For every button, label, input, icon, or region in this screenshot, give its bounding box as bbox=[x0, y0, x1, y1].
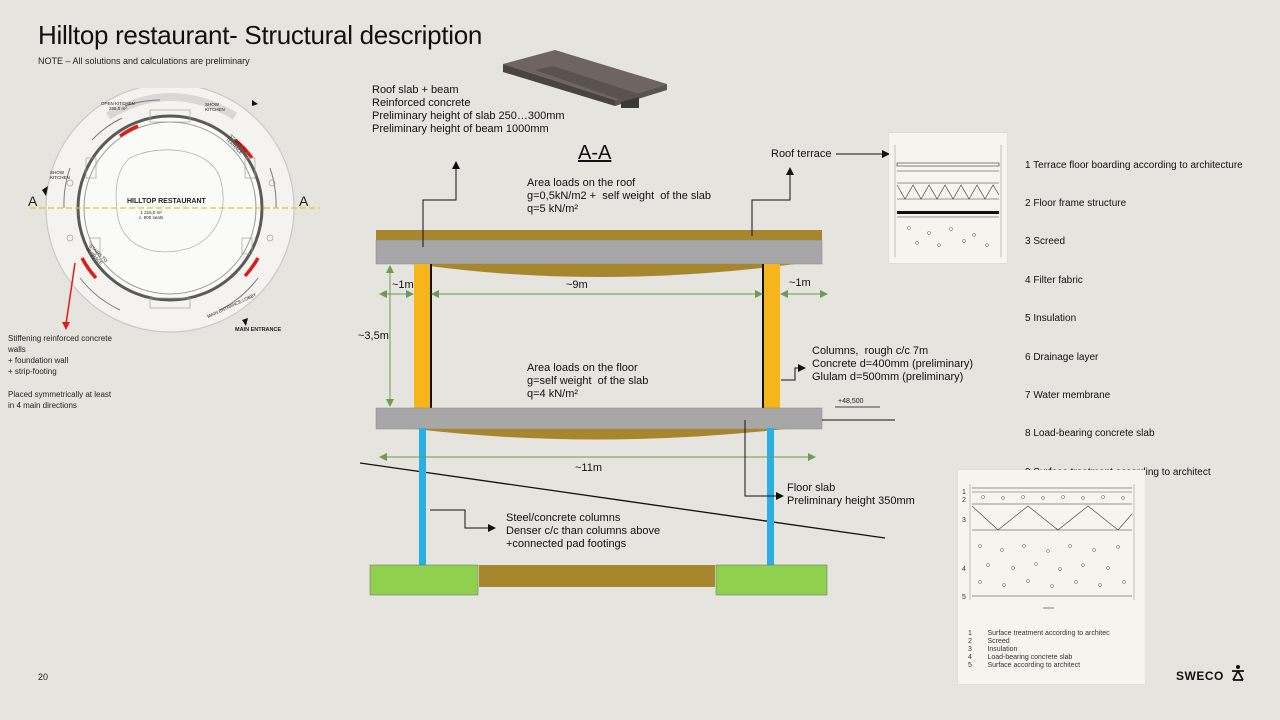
floor-buildup-drawing bbox=[969, 484, 1135, 609]
roof-terrace-layer bbox=[376, 230, 822, 240]
floor-slab bbox=[375, 407, 823, 430]
restaurant-area-label: 1 215,0 m² c. 900 seats bbox=[139, 210, 164, 220]
section-mark-right: A bbox=[299, 193, 309, 209]
dim-right-cantilever: ~1m bbox=[789, 277, 811, 289]
floor-layer-number: 2 bbox=[962, 497, 966, 504]
roof-terrace-label: Roof terrace bbox=[771, 148, 832, 160]
restaurant-name-label: HILLTOP RESTAURANT bbox=[127, 198, 206, 205]
column-left bbox=[414, 264, 431, 408]
roof-beam bbox=[415, 264, 795, 277]
floor-legend-item: 4 Load-bearing concrete slab bbox=[968, 654, 1073, 661]
floor-buildup-detail: 1 2 3 4 5 1 Surface treatment according … bbox=[958, 470, 1145, 684]
preliminary-note: NOTE – All solutions and calculations ar… bbox=[38, 56, 250, 66]
sweco-logo-text: SWECO bbox=[1176, 669, 1224, 683]
floor-layer-number: 3 bbox=[962, 517, 966, 524]
main-entrance-label: MAIN ENTRANCE bbox=[235, 327, 282, 333]
roof-loads-text: Area loads on the roof g=0,5kN/m2 + self… bbox=[527, 177, 712, 215]
floor-legend: 1 Surface treatment according to archite… bbox=[968, 630, 1110, 670]
terrain-line bbox=[359, 462, 886, 539]
column-right bbox=[763, 264, 780, 408]
section-arrow-left-icon bbox=[42, 186, 48, 196]
level-mark: +48,500 bbox=[838, 398, 864, 405]
open-kitchen-label: OPEN KITCHEN 265,0 m² bbox=[101, 101, 135, 111]
roof-terrace-leader bbox=[836, 150, 890, 158]
dim-floor-length: ~11m bbox=[575, 462, 603, 474]
section-heading: A-A bbox=[578, 142, 612, 164]
floor-legend-item: 1 Surface treatment according to archite… bbox=[968, 630, 1110, 637]
show-kitchen-left-label: SHOW KITCHEN bbox=[50, 170, 70, 180]
roof-slab bbox=[375, 239, 823, 265]
sweco-logo: SWECO bbox=[1176, 664, 1246, 683]
roof-buildup-detail bbox=[889, 133, 1007, 263]
pad-footing-right bbox=[715, 564, 828, 596]
floor-plan-drawing bbox=[30, 88, 320, 333]
roof-legend-item: 1 Terrace floor boarding according to ar… bbox=[1025, 159, 1243, 171]
dim-left-cantilever: ~1m bbox=[392, 279, 414, 291]
roof-legend-item: 6 Drainage layer bbox=[1025, 351, 1099, 363]
steel-columns-text: Steel/concrete columns Denser c/c than c… bbox=[506, 512, 661, 550]
roof-legend-item: 4 Filter fabric bbox=[1025, 274, 1083, 286]
stiffening-wall-3 bbox=[80, 257, 98, 280]
stiffening-walls-note: Stiffening reinforced concrete walls + f… bbox=[8, 334, 112, 376]
stiffening-wall-1 bbox=[118, 124, 139, 138]
foundation-beam bbox=[479, 565, 715, 587]
dim-main-span: ~9m bbox=[566, 279, 588, 291]
floor-beam bbox=[415, 429, 785, 440]
floor-layer-number: 4 bbox=[962, 566, 966, 573]
section-aa-drawing bbox=[359, 161, 895, 596]
stiffening-wall-4 bbox=[243, 257, 260, 278]
floor-legend-item: 3 Insulation bbox=[968, 646, 1018, 653]
roof-legend-item: 8 Load-bearing concrete slab bbox=[1025, 428, 1155, 440]
roof-beam-3d-sketch bbox=[503, 50, 667, 108]
roof-legend-item: 3 Screed bbox=[1025, 236, 1066, 248]
floor-loads-text: Area loads on the floor g=self weight of… bbox=[527, 362, 649, 400]
floor-slab-text: Floor slab Preliminary height 350mm bbox=[787, 482, 915, 507]
steel-column-left bbox=[419, 428, 426, 565]
page-title: Hilltop restaurant- Structural descripti… bbox=[38, 20, 483, 50]
dim-storey-height: ~3,5m bbox=[358, 330, 389, 342]
roof-legend: 1 Terrace floor boarding according to ar… bbox=[1025, 134, 1243, 492]
north-arrow-icon bbox=[252, 100, 258, 106]
roof-legend-item: 5 Insulation bbox=[1025, 313, 1077, 325]
floor-legend-item: 5 Surface according to architect bbox=[968, 662, 1081, 669]
page-number: 20 bbox=[38, 672, 49, 682]
roof-legend-item: 2 Floor frame structure bbox=[1025, 197, 1127, 209]
roof-buildup-drawing bbox=[894, 145, 1002, 257]
placement-note: Placed symmetrically at least in 4 main … bbox=[8, 390, 112, 410]
floor-layer-number: 5 bbox=[962, 594, 966, 601]
roof-legend-item: 7 Water membrane bbox=[1025, 389, 1111, 401]
pad-footing-left bbox=[369, 564, 479, 596]
floor-legend-item: 2 Screed bbox=[968, 638, 1010, 645]
roof-slab-description: Roof slab + beam Reinforced concrete Pre… bbox=[372, 84, 565, 135]
show-kitchen-right-label: SHOW KITCHEN bbox=[205, 102, 225, 112]
floor-layer-number: 1 bbox=[962, 489, 966, 496]
section-mark-left: A bbox=[28, 193, 38, 209]
sweco-logo-icon bbox=[1231, 665, 1244, 681]
columns-text: Columns, rough c/c 7m Concrete d=400mm (… bbox=[812, 345, 974, 383]
